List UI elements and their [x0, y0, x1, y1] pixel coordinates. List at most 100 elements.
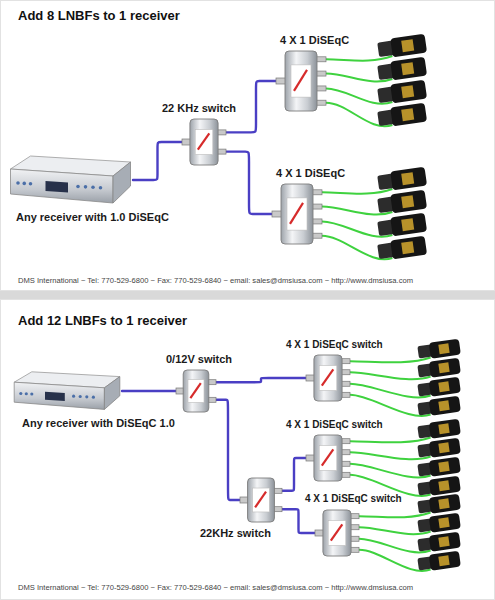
receiver-button: [30, 392, 33, 395]
switch-illustration: [306, 354, 350, 402]
diagram-title: Add 8 LNBFs to 1 receiver: [18, 8, 180, 24]
coax-cable: [122, 390, 176, 392]
switch-label: 0/12V switch: [166, 353, 232, 366]
switch-illustration: [276, 50, 326, 112]
lnbf-symbol: [377, 236, 427, 261]
panel-separator: [0, 291, 495, 299]
receiver-button: [92, 396, 95, 399]
lnbf-body: [390, 34, 427, 58]
lnbf-body: [390, 190, 427, 214]
lnbf-body: [390, 236, 427, 260]
switch-sticker: [328, 521, 346, 546]
switch-sticker: [319, 446, 337, 471]
lnbf-symbol: [417, 532, 461, 554]
switch-housing: [281, 184, 313, 244]
lnbf-symbol: [377, 57, 427, 82]
lnbf-sticker: [438, 555, 449, 566]
receiver-side: [113, 162, 131, 203]
lnbf-body: [390, 103, 427, 127]
receiver-button: [79, 395, 82, 398]
lnbf-sticker: [438, 461, 449, 472]
lnbf-body: [390, 57, 427, 81]
receiver-display: [46, 181, 69, 193]
output-port: [316, 57, 326, 62]
switch-sticker: [253, 488, 270, 512]
sticker-logo: [290, 203, 303, 224]
receiver-illustration: [8, 155, 133, 205]
lnbf-body: [429, 513, 461, 533]
lnbf-symbol: [377, 167, 427, 192]
receiver-front: [14, 382, 104, 409]
receiver-button: [25, 392, 28, 395]
lnbf-symbol: [377, 190, 427, 215]
lnb-cable: [322, 189, 392, 194]
coax-cable: [216, 378, 306, 382]
lnbf-sticker: [438, 400, 449, 411]
receiver-illustration: [12, 371, 122, 411]
lnbf-sticker: [438, 480, 449, 491]
lnbf-sticker: [438, 498, 449, 509]
lnbf-body: [429, 551, 461, 571]
lnb-cable: [326, 56, 392, 61]
lnbf-symbol: [417, 494, 461, 516]
switch-label: 4 X 1 DiSEqC switch: [286, 339, 383, 351]
lnbf-body: [429, 457, 461, 477]
lnbf-sticker: [401, 218, 414, 231]
receiver-button: [84, 185, 88, 189]
switch-label: 4 X 1 DiSEqC: [276, 167, 345, 180]
lnbf-symbol: [417, 438, 461, 460]
footer-text: DMS International ~ Tel: 770-529-6800 ~ …: [18, 583, 413, 592]
output-port: [316, 86, 326, 91]
diagram-panel: Add 8 LNBFs to 1 receiverDMS Internation…: [0, 0, 495, 291]
lnbf-symbol: [417, 358, 461, 380]
lnbf-sticker: [438, 362, 449, 373]
coax-cable: [133, 142, 182, 180]
lnbf-body: [429, 438, 461, 458]
lnbf-symbol: [417, 396, 461, 418]
lnbf-sticker: [438, 343, 449, 354]
lnbf-symbol: [417, 377, 461, 399]
switch-label: 4 X 1 DiSEqC switch: [286, 419, 383, 431]
switch-housing: [314, 435, 342, 481]
receiver-side: [104, 377, 119, 410]
receiver-button: [85, 395, 88, 398]
lnbf-sticker: [438, 517, 449, 528]
sticker-logo: [294, 70, 307, 91]
lnbf-sticker: [401, 241, 414, 254]
lnb-cable: [350, 358, 431, 363]
sticker-logo: [331, 524, 342, 540]
lnbf-body: [429, 339, 461, 359]
lnbf-symbol: [417, 476, 461, 498]
lnbf-body: [390, 167, 427, 191]
receiver-button: [72, 395, 75, 398]
switch-box: 4 X 1 DiSEqC switch: [306, 434, 350, 482]
lnbf-sticker: [401, 39, 414, 52]
switch-box: 4 X 1 DiSEqC switch: [306, 354, 350, 402]
lnbf-sticker: [438, 381, 449, 392]
switch-box: 4 X 1 DiSEqC switch: [315, 509, 359, 557]
diagram-panel: Add 12 LNBFs to 1 receiverDMS Internatio…: [0, 299, 495, 600]
switch-illustration: [182, 118, 226, 166]
sticker-logo: [255, 492, 266, 508]
lnbf-symbol: [417, 513, 461, 535]
lnbf-body: [429, 396, 461, 416]
sticker-logo: [322, 449, 333, 465]
switch-sticker: [291, 65, 311, 97]
lnbf-symbol: [417, 551, 461, 573]
switch-box: 0/12V switch: [176, 369, 216, 413]
lnb-cable: [359, 513, 431, 518]
receiver-label: Any receiver with 1.0 DiSEqC: [16, 211, 169, 224]
receiver-front: [11, 169, 114, 203]
receiver-button: [16, 181, 20, 185]
input-port: [272, 211, 282, 217]
switch-housing: [285, 51, 317, 111]
diagram-title: Add 12 LNBFs to 1 receiver: [18, 313, 187, 329]
lnbf-body: [429, 358, 461, 378]
lnbf-symbol: [377, 80, 427, 105]
lnbf-symbol: [417, 457, 461, 479]
lnbf-symbol: [377, 213, 427, 238]
receiver-label: Any receiver with DiSEqC 1.0: [22, 417, 175, 430]
coax-cable: [226, 152, 272, 214]
coax-cable: [282, 509, 315, 533]
